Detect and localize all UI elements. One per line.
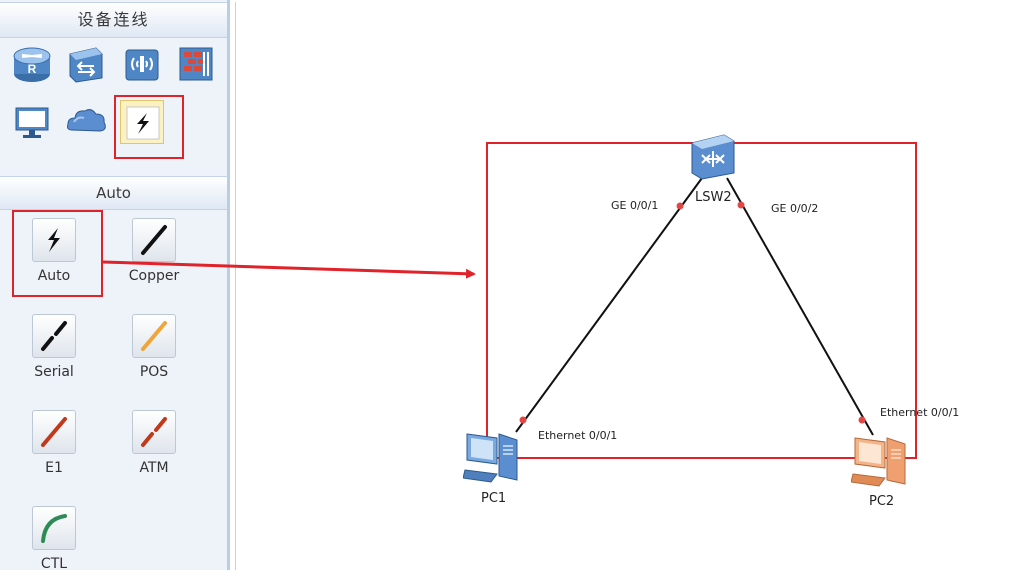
- lightning-icon[interactable]: [32, 218, 76, 262]
- cloud-icon[interactable]: [64, 100, 108, 144]
- l3-switch-icon[interactable]: [688, 133, 738, 181]
- cable-label: Serial: [34, 364, 74, 380]
- topology-canvas[interactable]: [235, 2, 1020, 570]
- cable-pos[interactable]: POS: [104, 304, 204, 394]
- firewall-icon[interactable]: [174, 42, 218, 86]
- cable-label: POS: [139, 364, 169, 380]
- cable-label: ATM: [139, 460, 169, 476]
- port-label-ge001: GE 0/0/1: [611, 199, 659, 212]
- cable-panel-title: Auto: [0, 176, 227, 210]
- node-label-pc1: PC1: [481, 491, 507, 506]
- svg-text:R: R: [28, 62, 37, 76]
- router-icon[interactable]: R: [10, 42, 54, 86]
- serial-cable-icon[interactable]: [32, 314, 76, 358]
- copper-cable-icon[interactable]: [132, 218, 176, 262]
- e1-cable-icon[interactable]: [32, 410, 76, 454]
- cable-label: CTL: [40, 556, 68, 572]
- node-label-pc2: PC2: [869, 494, 895, 509]
- cable-label: Copper: [128, 268, 180, 284]
- cable-serial[interactable]: Serial: [4, 304, 104, 394]
- cable-label: E1: [45, 460, 63, 476]
- port-label-pc2-ethernet: Ethernet 0/0/1: [880, 406, 960, 419]
- pos-cable-icon[interactable]: [132, 314, 176, 358]
- port-label-pc1-ethernet: Ethernet 0/0/1: [538, 429, 618, 442]
- port-label-ge002: GE 0/0/2: [771, 202, 819, 215]
- devices-panel-title: 设备连线: [0, 2, 227, 38]
- wireless-ap-icon[interactable]: [120, 42, 164, 86]
- cable-auto[interactable]: Auto: [4, 208, 104, 298]
- ctl-cable-icon[interactable]: [32, 506, 76, 550]
- pc2-icon[interactable]: [850, 432, 915, 490]
- pc1-icon[interactable]: [462, 428, 527, 486]
- cable-label: Auto: [37, 268, 71, 284]
- atm-cable-icon[interactable]: [132, 410, 176, 454]
- node-label-lsw2: LSW2: [695, 190, 732, 205]
- sidebar: 设备连线 R: [0, 0, 230, 572]
- cable-copper[interactable]: Copper: [104, 208, 204, 298]
- monitor-icon[interactable]: [10, 100, 54, 144]
- auto-connect-device-icon[interactable]: [120, 100, 164, 144]
- cable-e1[interactable]: E1: [4, 400, 104, 490]
- cable-highlight-box: [12, 210, 103, 297]
- switch-icon[interactable]: [64, 42, 108, 86]
- device-highlight-box: [114, 95, 184, 159]
- cable-ctl[interactable]: CTL: [4, 496, 104, 586]
- cable-atm[interactable]: ATM: [104, 400, 204, 490]
